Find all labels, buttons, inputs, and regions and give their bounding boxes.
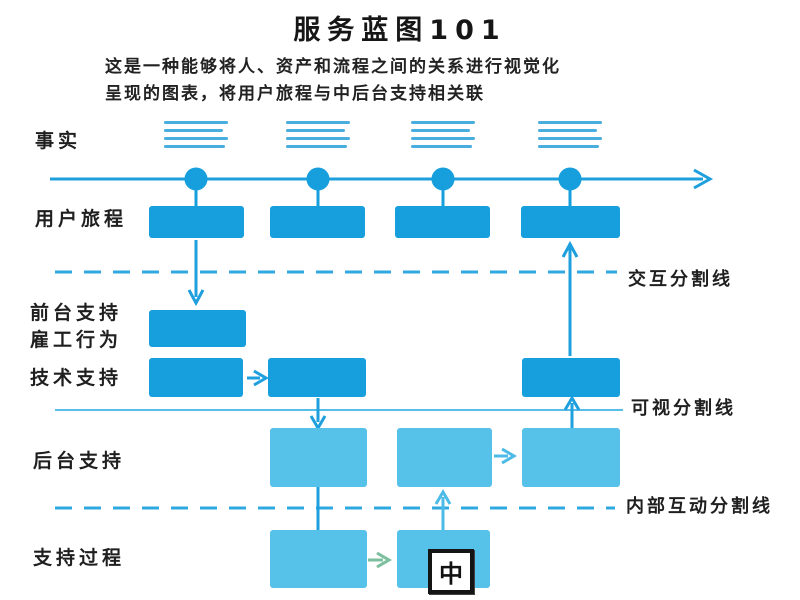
arrow-backstage2-to-backstage3 [494, 447, 517, 465]
tech-support-box-1 [149, 358, 243, 397]
timeline-touchpoints [184, 167, 582, 207]
arrow-backstage-to-tech [563, 395, 581, 428]
arrow-journey-to-frontstage [187, 240, 205, 307]
timeline-arrowhead-icon [693, 168, 714, 190]
subtitle: 这是一种能够将人、资产和流程之间的关系进行视觉化 呈现的图表，将用户旅程与中后台… [105, 54, 685, 108]
arrow-tech1-to-tech2 [247, 369, 269, 387]
backstage-support-box-1 [270, 428, 367, 487]
arrow-tech-to-backstage [309, 398, 327, 431]
divider-label-interaction: 交互分割线 [628, 269, 733, 290]
user-journey-step-4 [521, 206, 620, 238]
lane-label-frontstage-support: 前台支持 [30, 302, 123, 324]
lane-label-support-process: 支持过程 [33, 547, 126, 569]
ime-input-mode-badge: 中 [428, 549, 474, 594]
lane-label-backstage-support: 后台支持 [33, 450, 126, 472]
subtitle-line-1: 这是一种能够将人、资产和流程之间的关系进行视觉化 [105, 57, 561, 77]
user-journey-step-2 [270, 206, 365, 238]
facts-note-icon-3 [411, 121, 475, 153]
lane-label-facts: 事实 [35, 130, 82, 152]
tech-support-box-2 [268, 358, 366, 397]
user-journey-step-3 [395, 206, 490, 238]
lane-label-user-journey: 用户旅程 [35, 208, 128, 230]
subtitle-line-2: 呈现的图表，将用户旅程与中后台支持相关联 [105, 84, 485, 104]
facts-note-icon-2 [286, 121, 350, 153]
divider-label-visibility: 可视分割线 [631, 398, 736, 419]
lane-label-tech-support: 技术支持 [30, 367, 123, 389]
backstage-support-box-2 [397, 428, 492, 487]
tech-support-box-3 [522, 358, 620, 397]
frontstage-support-box [149, 310, 246, 347]
arrow-tech-to-journey [561, 240, 579, 356]
lane-label-employee-actions: 雇工行为 [30, 329, 123, 351]
support-process-box-1 [270, 530, 367, 588]
arrow-process1-to-process2 [368, 551, 392, 569]
facts-note-icon-4 [538, 121, 602, 153]
facts-note-icon-1 [164, 121, 228, 153]
backstage-support-box-3 [522, 428, 620, 487]
user-journey-step-1 [149, 206, 244, 238]
divider-label-internal-interaction: 内部互动分割线 [626, 496, 773, 517]
arrow-process-to-backstage [434, 489, 452, 531]
page-title: 服务蓝图101 [293, 15, 507, 46]
